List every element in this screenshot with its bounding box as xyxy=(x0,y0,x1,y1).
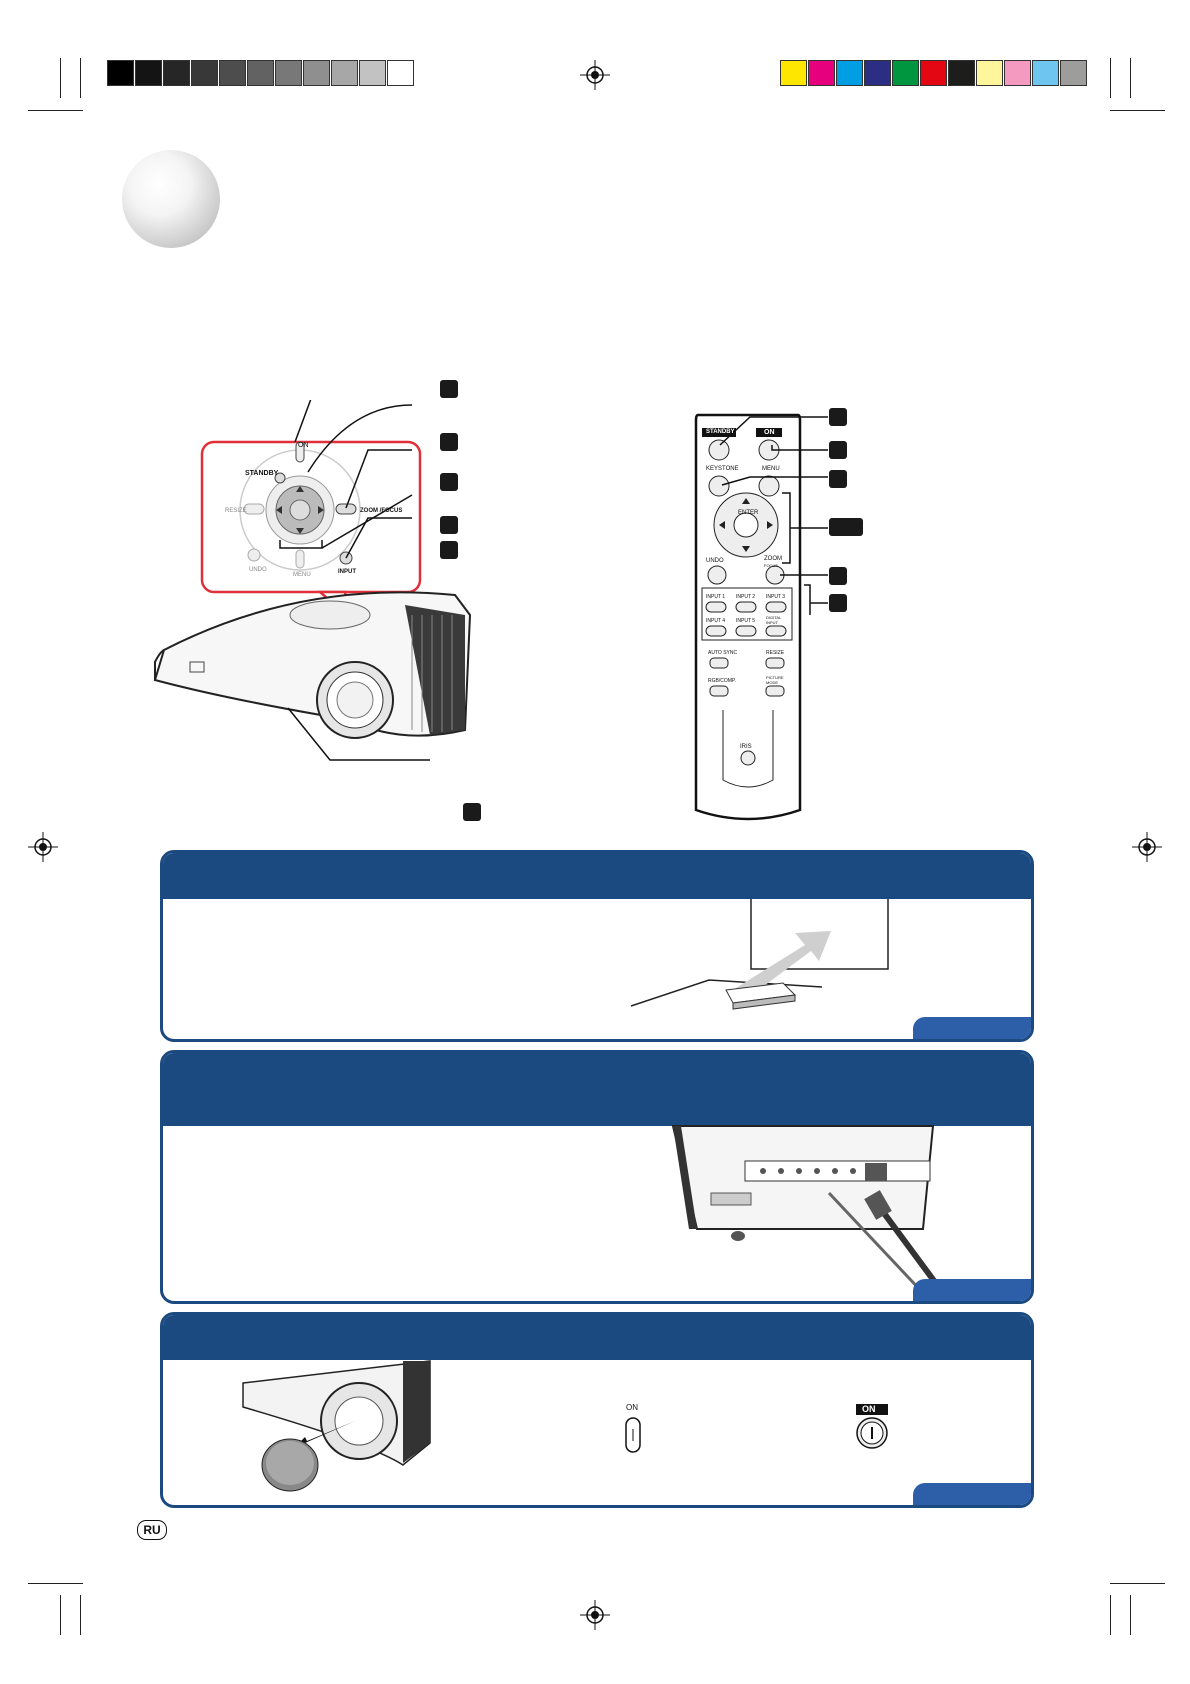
callout-badge xyxy=(829,408,847,426)
remote-label-digital-input: DIGITAL INPUT xyxy=(766,615,782,625)
step-panel-header xyxy=(163,1053,1031,1126)
registration-mark-left xyxy=(28,832,58,862)
color-swatch xyxy=(808,60,835,86)
step-panel-header xyxy=(163,853,1031,899)
step-panel-2 xyxy=(160,1050,1034,1304)
label-on: ON xyxy=(298,442,309,449)
step3-on-label-remote: ON xyxy=(862,1404,876,1414)
registration-mark-bottom xyxy=(580,1600,610,1630)
label-standby: STANDBY xyxy=(245,470,279,477)
rear-connection-illustration xyxy=(671,1125,946,1295)
remote-label-focus: FOCUS xyxy=(764,563,778,568)
color-swatch xyxy=(191,60,218,86)
step-panel-3: ON ON xyxy=(160,1312,1034,1508)
remote-label-input1: INPUT 1 xyxy=(706,594,726,600)
callout-badge xyxy=(463,803,481,821)
color-swatch xyxy=(359,60,386,86)
page-reference-tab xyxy=(913,1483,1031,1505)
remote-label-input2: INPUT 2 xyxy=(736,594,756,600)
color-swatch xyxy=(780,60,807,86)
color-swatch xyxy=(976,60,1003,86)
remote-label-resize: RESIZE xyxy=(766,650,785,656)
step3-on-label-projector: ON xyxy=(626,1403,638,1412)
callout-badge xyxy=(440,473,458,491)
remote-label-standby: STANDBY xyxy=(706,429,735,435)
callout-badge xyxy=(829,441,847,459)
remote-label-zoom: ZOOM xyxy=(764,556,782,562)
callout-badge xyxy=(440,541,458,559)
screen-setup-illustration xyxy=(630,899,889,1010)
remote-control-illustration xyxy=(694,413,802,821)
color-swatch xyxy=(948,60,975,86)
color-swatch xyxy=(1032,60,1059,86)
chapter-sphere xyxy=(122,150,220,248)
page-reference-tab xyxy=(913,1279,1031,1301)
remote-label-input5: INPUT 5 xyxy=(736,618,756,624)
color-swatch xyxy=(163,60,190,86)
language-badge: RU xyxy=(137,1520,167,1540)
remote-label-iris: IRIS xyxy=(740,744,752,750)
color-swatch xyxy=(1004,60,1031,86)
step-panel-1 xyxy=(160,850,1034,1042)
callout-badge xyxy=(440,433,458,451)
color-swatch xyxy=(303,60,330,86)
callout-badge xyxy=(829,470,847,488)
remote-leader-lines xyxy=(719,416,828,615)
lens-cap-illustration xyxy=(242,1360,888,1492)
color-swatch xyxy=(135,60,162,86)
label-resize: RESIZE xyxy=(225,508,247,514)
color-swatch xyxy=(247,60,274,86)
callout-badge xyxy=(829,518,863,536)
color-swatch xyxy=(387,60,414,86)
label-undo: UNDO xyxy=(249,567,267,573)
color-swatch xyxy=(331,60,358,86)
remote-label-input4: INPUT 4 xyxy=(706,618,726,624)
color-swatch xyxy=(107,60,134,86)
color-swatch xyxy=(920,60,947,86)
remote-label-keystone: KEYSTONE xyxy=(706,466,739,472)
label-menu: MENU xyxy=(293,572,311,578)
color-swatch xyxy=(892,60,919,86)
step-panel-header xyxy=(163,1315,1031,1360)
projector-top-illustration xyxy=(153,400,472,761)
remote-label-on: ON xyxy=(764,429,775,436)
color-swatch xyxy=(1060,60,1087,86)
page-reference-tab xyxy=(913,1017,1031,1039)
label-zoom-focus: ZOOM /FOCUS xyxy=(360,508,403,514)
callout-badge xyxy=(829,594,847,612)
color-swatch xyxy=(219,60,246,86)
remote-label-auto-sync: AUTO SYNC xyxy=(708,650,738,656)
remote-label-picture-mode: PICTURE MODE xyxy=(766,675,784,685)
color-swatch xyxy=(275,60,302,86)
registration-mark-right xyxy=(1132,832,1162,862)
remote-label-undo: UNDO xyxy=(706,558,724,564)
callout-badge xyxy=(440,380,458,398)
color-swatch xyxy=(864,60,891,86)
remote-label-rgb-comp: RGB/COMP. xyxy=(708,678,736,684)
registration-mark-top xyxy=(580,60,610,90)
color-swatch xyxy=(836,60,863,86)
callout-badge xyxy=(440,516,458,534)
label-input: INPUT xyxy=(338,569,356,575)
callout-badge xyxy=(829,567,847,585)
remote-label-menu: MENU xyxy=(762,466,780,472)
remote-label-enter: ENTER xyxy=(738,510,759,516)
remote-label-input3: INPUT 3 xyxy=(766,594,786,600)
